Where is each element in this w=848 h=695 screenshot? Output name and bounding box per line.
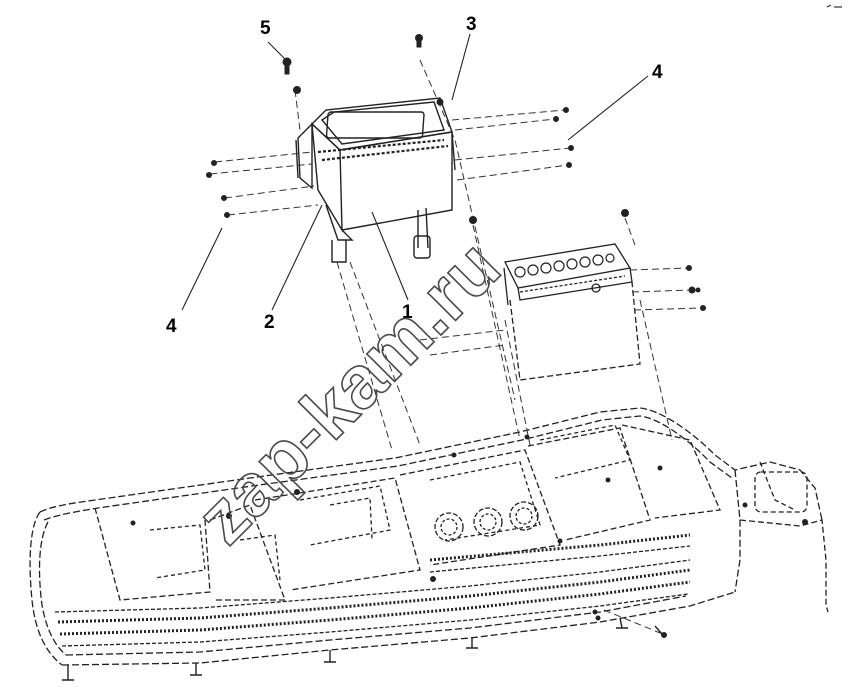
- watermark: zap-kam.ru: [181, 224, 516, 559]
- callout-5: 5: [260, 18, 271, 39]
- leader-lines: [181, 33, 649, 311]
- control-unit-part-1: [295, 97, 456, 263]
- callout-1: 1: [402, 302, 413, 323]
- callout-2: 2: [264, 312, 275, 333]
- callout-4-bottom: 4: [166, 316, 177, 337]
- callout-4-top: 4: [652, 62, 663, 83]
- dashboard-frame: [29, 407, 829, 681]
- callout-3: 3: [466, 14, 477, 35]
- corner-mark: [826, 4, 842, 8]
- instrument-module-lower: [503, 243, 641, 381]
- screws: [206, 34, 706, 638]
- assembly-dashed-lines: [209, 59, 703, 636]
